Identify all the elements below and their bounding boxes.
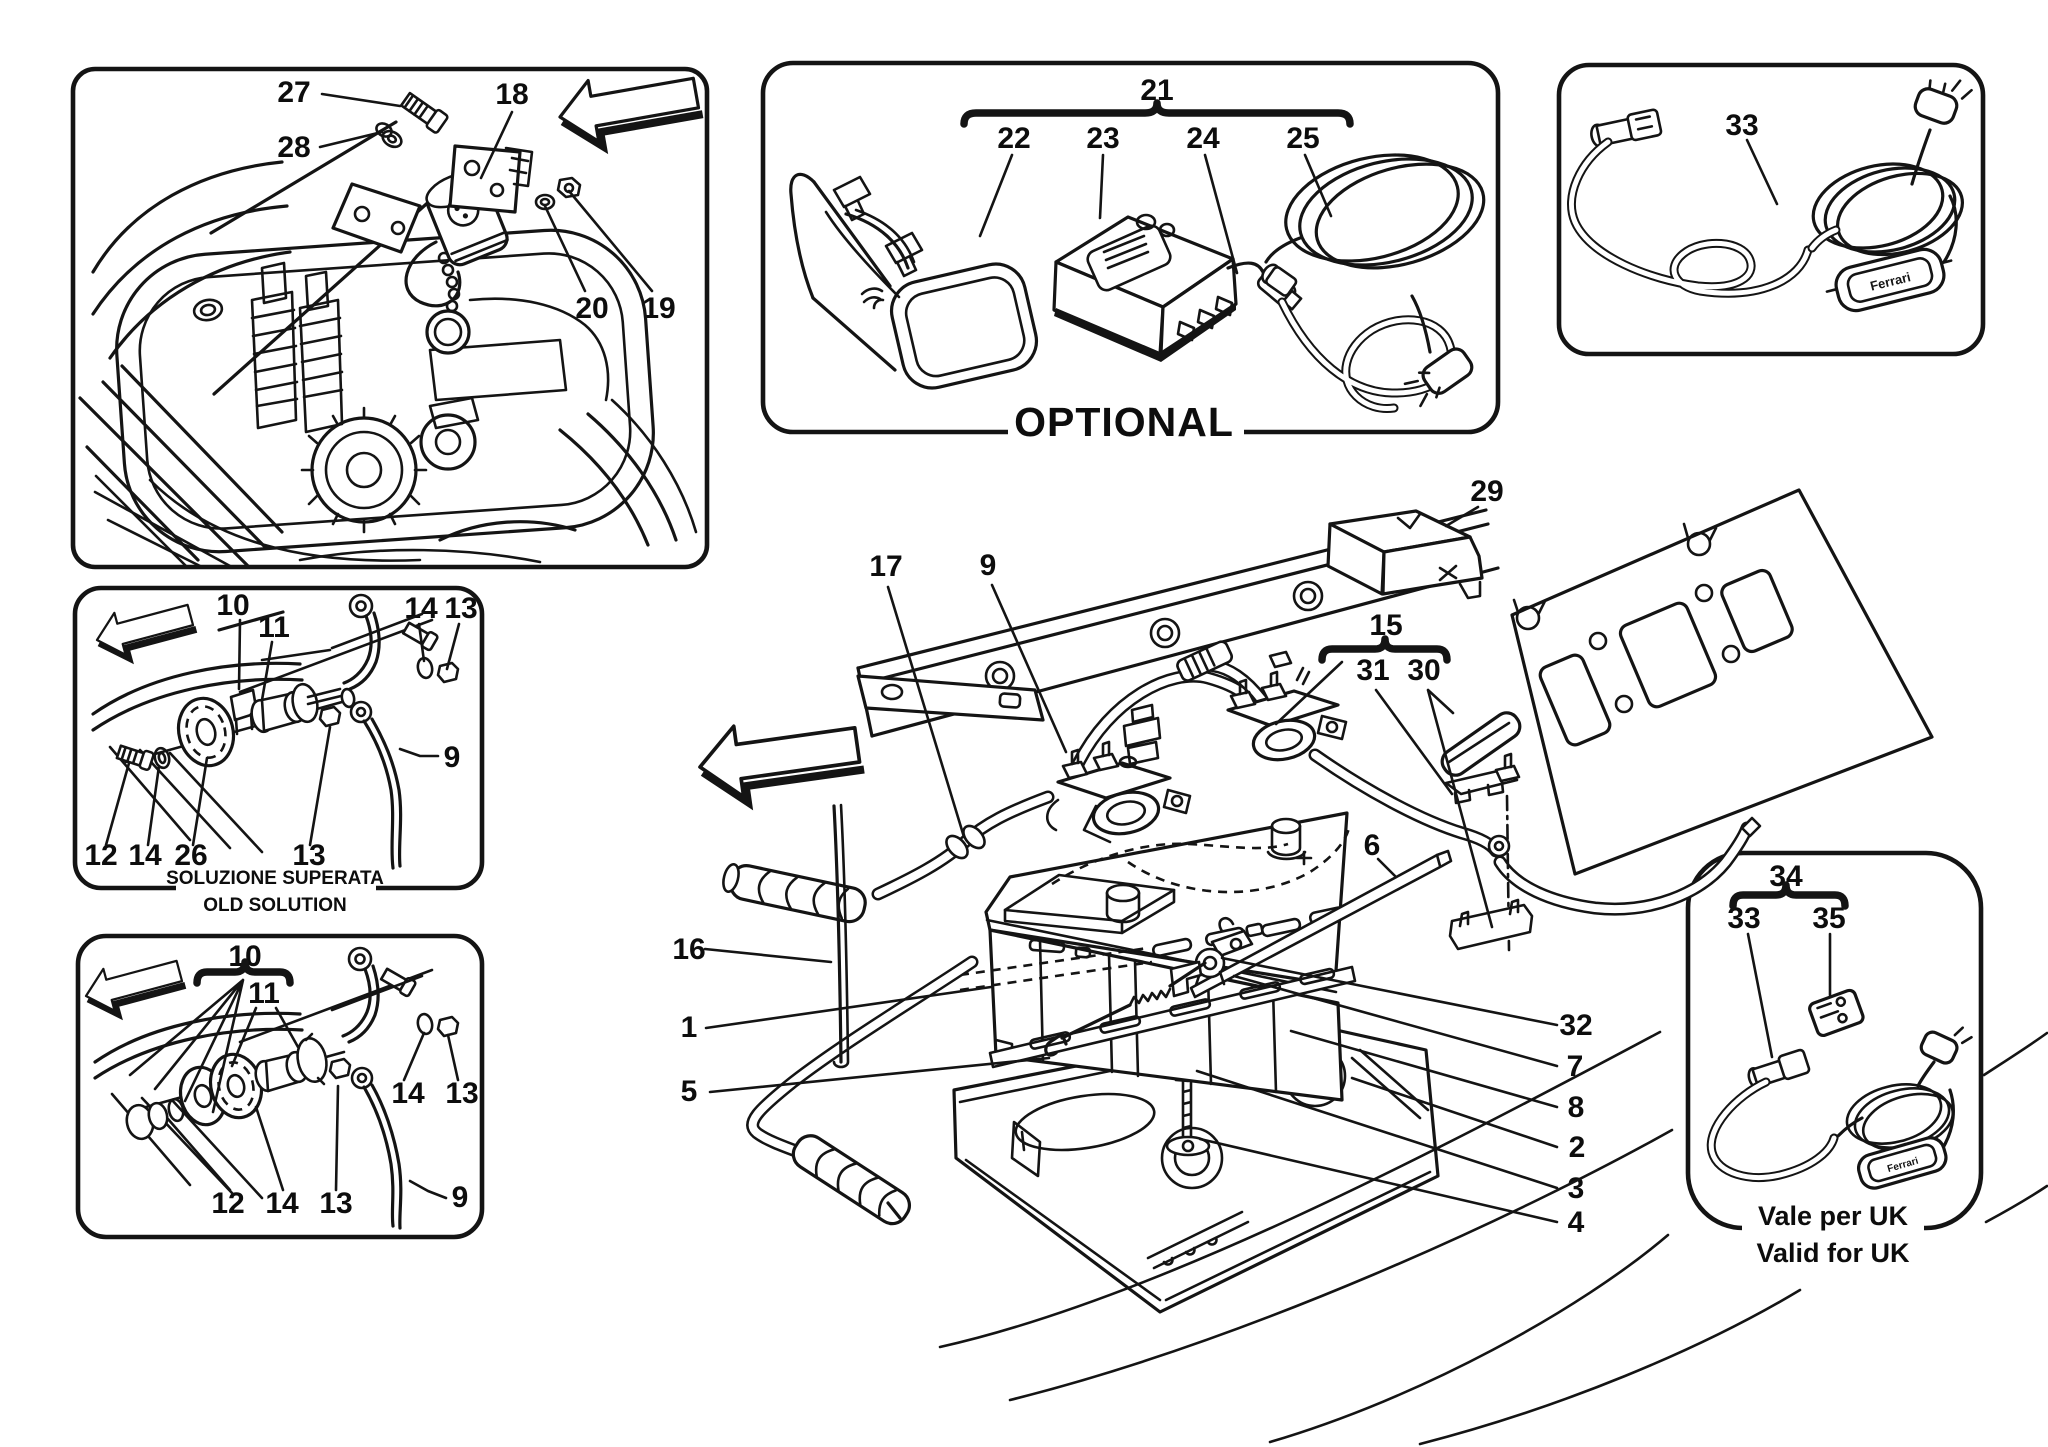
- svg-text:14: 14: [391, 1077, 425, 1110]
- svg-text:OLD SOLUTION: OLD SOLUTION: [203, 895, 347, 916]
- svg-text:35: 35: [1812, 902, 1845, 935]
- svg-text:9: 9: [452, 1181, 469, 1214]
- svg-text:31: 31: [1356, 654, 1389, 687]
- svg-text:16: 16: [672, 933, 705, 966]
- svg-text:8: 8: [1568, 1091, 1585, 1124]
- svg-text:32: 32: [1559, 1009, 1592, 1042]
- svg-text:13: 13: [319, 1187, 352, 1220]
- svg-text:12: 12: [84, 839, 117, 872]
- svg-text:13: 13: [445, 1077, 478, 1110]
- svg-text:30: 30: [1407, 654, 1440, 687]
- svg-text:1: 1: [681, 1011, 698, 1044]
- svg-text:28: 28: [277, 131, 310, 164]
- svg-text:2: 2: [1569, 1131, 1586, 1164]
- svg-text:SOLUZIONE SUPERATA: SOLUZIONE SUPERATA: [166, 868, 384, 889]
- svg-text:Vale per UK: Vale per UK: [1758, 1201, 1909, 1231]
- svg-text:OPTIONAL: OPTIONAL: [1014, 399, 1234, 445]
- svg-text:6: 6: [1364, 829, 1381, 862]
- svg-text:17: 17: [869, 550, 902, 583]
- svg-text:25: 25: [1286, 122, 1319, 155]
- svg-text:4: 4: [1568, 1206, 1585, 1239]
- svg-text:20: 20: [575, 292, 608, 325]
- svg-text:9: 9: [980, 549, 997, 582]
- svg-text:33: 33: [1725, 109, 1758, 142]
- svg-text:12: 12: [211, 1187, 244, 1220]
- svg-text:9: 9: [444, 741, 461, 774]
- svg-text:Valid for UK: Valid for UK: [1756, 1238, 1910, 1268]
- svg-text:29: 29: [1470, 475, 1503, 508]
- svg-text:14: 14: [265, 1187, 299, 1220]
- svg-text:26: 26: [174, 839, 207, 872]
- svg-text:18: 18: [495, 78, 528, 111]
- svg-text:19: 19: [642, 292, 675, 325]
- svg-text:22: 22: [997, 122, 1030, 155]
- svg-text:27: 27: [277, 76, 310, 109]
- svg-text:14: 14: [128, 839, 162, 872]
- svg-text:5: 5: [681, 1075, 698, 1108]
- svg-text:13: 13: [444, 592, 477, 625]
- svg-text:23: 23: [1086, 122, 1119, 155]
- svg-text:11: 11: [248, 977, 280, 1010]
- svg-text:24: 24: [1186, 122, 1220, 155]
- svg-text:10: 10: [216, 589, 249, 622]
